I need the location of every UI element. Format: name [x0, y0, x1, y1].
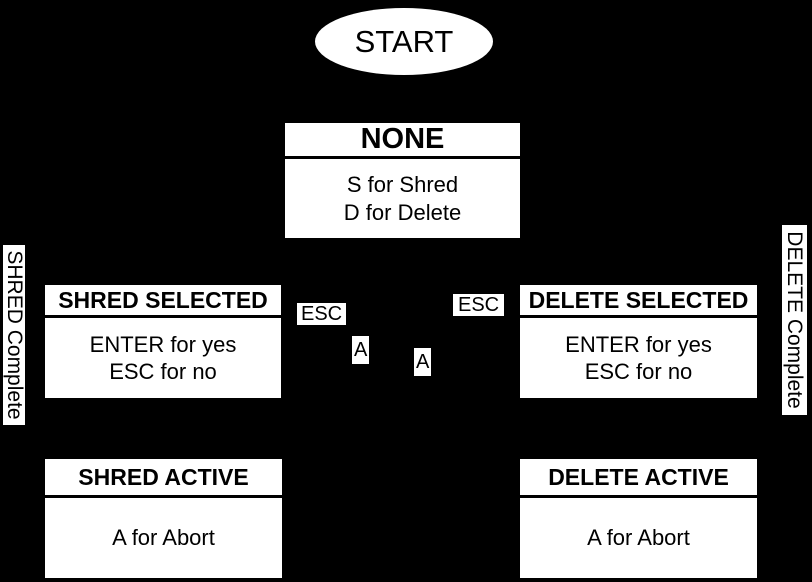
state-body-line: ENTER for yes	[565, 332, 712, 357]
state-body-line: A for Abort	[587, 525, 690, 550]
edge-label-abort-left: A	[352, 336, 370, 364]
state-body-shred-active: A for Abort	[45, 498, 282, 578]
state-body-line: A for Abort	[112, 525, 215, 550]
state-title-delete-active: DELETE ACTIVE	[520, 459, 757, 498]
state-body-line: ESC for no	[584, 359, 693, 384]
state-body-delete-active: A for Abort	[520, 498, 757, 578]
state-node-none: NONE S for Shred D for Delete	[285, 123, 520, 238]
side-label-shred-complete: SHRED Complete	[3, 245, 26, 425]
state-title-none: NONE	[285, 123, 520, 159]
start-node: START	[315, 8, 493, 75]
state-node-delete-active: DELETE ACTIVE A for Abort	[520, 459, 757, 578]
start-node-label: START	[354, 23, 454, 59]
state-node-delete-selected: DELETE SELECTED ENTER for yes ESC for no	[520, 285, 757, 398]
edge-label-esc-left: ESC	[297, 303, 347, 325]
state-title-shred-active: SHRED ACTIVE	[45, 459, 282, 498]
edge-label-abort-right: A	[414, 348, 432, 376]
state-node-shred-selected: SHRED SELECTED ENTER for yes ESC for no	[45, 285, 281, 398]
state-body-line: ESC for no	[109, 359, 217, 384]
state-body-line: ENTER for yes	[89, 332, 237, 357]
state-body-shred-selected: ENTER for yes ESC for no	[45, 318, 281, 398]
edge-label-esc-right: ESC	[453, 294, 505, 316]
state-body-none: S for Shred D for Delete	[285, 159, 520, 238]
state-node-shred-active: SHRED ACTIVE A for Abort	[45, 459, 282, 578]
state-title-shred-selected: SHRED SELECTED	[45, 285, 281, 318]
state-title-delete-selected: DELETE SELECTED	[520, 285, 757, 318]
state-body-delete-selected: ENTER for yes ESC for no	[520, 318, 757, 398]
state-body-line: D for Delete	[343, 199, 462, 225]
state-body-line: S for Shred	[346, 171, 459, 197]
side-label-delete-complete: DELETE Complete	[782, 225, 807, 415]
